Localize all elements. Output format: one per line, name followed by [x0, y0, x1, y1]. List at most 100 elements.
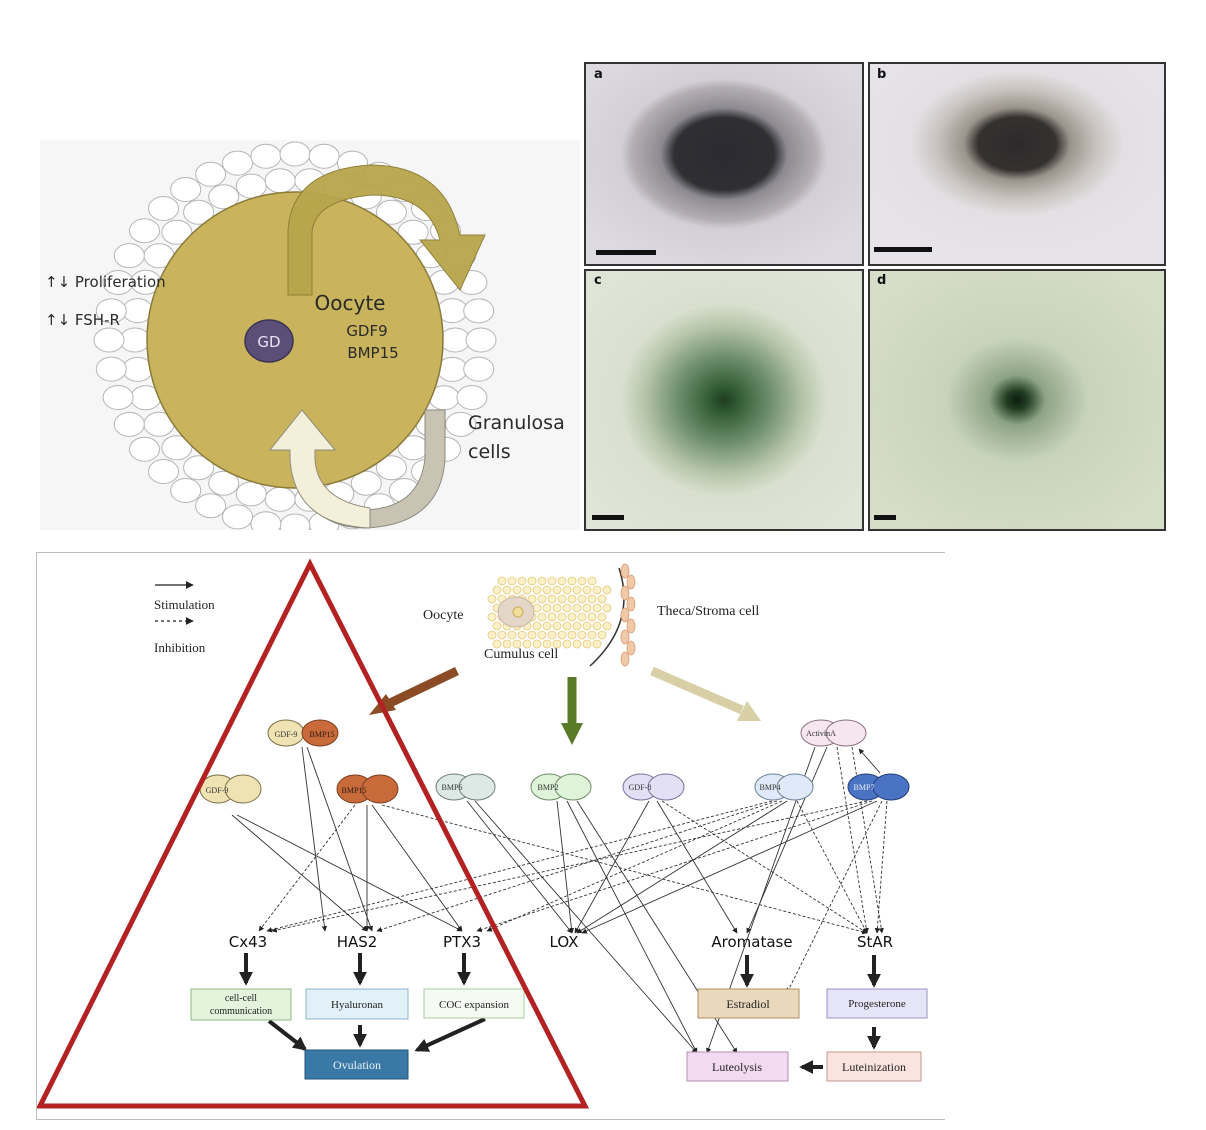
- ligand-gdf9-text: GDF-9: [206, 786, 229, 795]
- cumulus-cell: [537, 612, 547, 622]
- cumulus-cell: [572, 639, 582, 649]
- granulosa-cell: [129, 218, 160, 244]
- tan-pathway-arrowhead: [737, 701, 761, 721]
- top-curved-arrow: [287, 164, 486, 296]
- scale-bar-b: [874, 247, 932, 252]
- cumulus-cell: [552, 603, 562, 613]
- theca-cell: [626, 618, 636, 634]
- ligand-activina: ActivinA: [800, 719, 867, 747]
- cumulus-cell: [587, 630, 597, 640]
- granulosa-cell: [250, 511, 282, 530]
- stimulation-edge: [466, 800, 573, 934]
- cumulus-cell: [542, 603, 552, 613]
- cumulus-cell: [512, 639, 522, 649]
- box-progesterone-text: Progesterone: [848, 998, 906, 1010]
- cumulus-cell: [547, 630, 557, 640]
- cumulus-cell: [582, 585, 592, 595]
- oocyte-label: Oocyte: [315, 291, 386, 315]
- ligand-activina-text: ActivinA: [806, 729, 836, 738]
- granulosa-cell: [170, 177, 202, 202]
- oocyte-nucleus: [512, 606, 524, 618]
- ligand-gdf9-label: GDF-9: [275, 730, 298, 739]
- gene-ptx3: PTX3: [443, 933, 481, 951]
- factor-bmp15: BMP15: [347, 344, 398, 362]
- cumulus-cell: [582, 621, 592, 631]
- cumulus-cell: [562, 639, 572, 649]
- stimulation-edge: [371, 804, 463, 932]
- box-cell-communication: cell-cell communication: [190, 988, 292, 1021]
- micrograph-d: d: [868, 269, 1166, 531]
- box-progesterone: Progesterone: [826, 988, 928, 1019]
- inhibition-edge: [486, 800, 783, 932]
- granulosa-cell: [375, 199, 407, 225]
- cumulus-cell: [492, 621, 502, 631]
- theca-cell: [620, 607, 630, 623]
- cumulus-cell: [577, 612, 587, 622]
- cumulus-cell: [497, 630, 507, 640]
- cumulus-cell: [562, 621, 572, 631]
- stimulation-edge: [236, 814, 463, 932]
- cumulus-cell: [537, 594, 547, 604]
- cumulus-cell: [492, 585, 502, 595]
- gene-cx43: Cx43: [229, 933, 267, 951]
- granulosa-cell: [279, 141, 311, 167]
- granulosa-cell: [264, 168, 296, 194]
- granulosa-cell: [95, 356, 127, 382]
- follicle-cluster: [487, 563, 636, 667]
- ligand-bmp7: BMP7: [847, 773, 910, 801]
- cumulus-cell: [597, 594, 607, 604]
- cumulus-cell: [527, 594, 537, 604]
- box-luteolysis-text: Luteolysis: [712, 1060, 762, 1074]
- granulosa-cell: [102, 270, 134, 295]
- cumulus-cell: [497, 576, 507, 586]
- red-triangle-highlight: [37, 558, 590, 1109]
- granulosa-cell: [93, 327, 125, 353]
- box-luteinization: Luteinization: [826, 1051, 922, 1082]
- ligand-gdf9-bmp15: GDF-9 BMP15: [267, 719, 339, 747]
- granulosa-cell: [148, 196, 179, 221]
- granulosa-cell: [208, 470, 240, 496]
- theca-cell: [620, 651, 630, 667]
- cumulus-cell: [507, 630, 517, 640]
- granulosa-cell: [445, 411, 477, 437]
- oocyte-diagram-svg: GD Oocyte GDF9 BMP15 ↑↓ Proliferation ↑↓…: [45, 141, 565, 530]
- factor-gdf9: GDF9: [346, 322, 387, 340]
- panel-label-a: a: [594, 67, 603, 82]
- stimulation-edge: [231, 814, 368, 932]
- oocyte-granulosa-diagram: GD Oocyte GDF9 BMP15 ↑↓ Proliferation ↑↓…: [40, 140, 580, 530]
- cumulus-cell: [507, 576, 517, 586]
- cumulus-cell: [567, 612, 577, 622]
- granulosa-cell: [113, 411, 145, 437]
- cumulus-cell: [567, 576, 577, 586]
- granulosa-cell: [250, 143, 282, 169]
- granulosa-cell: [350, 470, 382, 496]
- gene-aromatase: Aromatase: [711, 933, 792, 951]
- legend-stimulation: Stimulation: [154, 597, 215, 612]
- cumulus-cell: [577, 630, 587, 640]
- ligand-gdf9: GDF-9: [199, 774, 262, 804]
- cumulus-cell: [592, 603, 602, 613]
- granulosa-cell-layer: [93, 141, 497, 530]
- gene-star: StAR: [857, 933, 893, 951]
- theca-cell: [620, 563, 630, 579]
- effect-fsh-r: ↑↓ FSH-R: [45, 311, 120, 329]
- cumulus-cell: [557, 594, 567, 604]
- cumulus-cell: [527, 630, 537, 640]
- basement-membrane: [589, 567, 625, 667]
- micrograph-a: a: [584, 62, 864, 266]
- signaling-pathway-diagram: Stimulation Inhibition Oocyte Cumulus ce…: [36, 552, 945, 1120]
- oocyte-cell-label: Oocyte: [423, 608, 463, 623]
- cumulus-cell: [582, 639, 592, 649]
- micrograph-c: c: [584, 269, 864, 531]
- box-luteolysis: Luteolysis: [686, 1051, 789, 1082]
- cumulus-cell: [587, 612, 597, 622]
- theca-cell-label: Theca/Stroma cell: [657, 604, 759, 619]
- gene-has2: HAS2: [337, 933, 378, 951]
- ligand-bmp2: BMP2: [530, 773, 592, 801]
- panel-label-b: b: [877, 67, 886, 82]
- stimulation-edge: [574, 800, 650, 934]
- cumulus-cell: [597, 630, 607, 640]
- ligand-gdf8: GDF-8: [622, 773, 685, 801]
- granulosa-cell: [113, 243, 145, 269]
- granulosa-cell: [235, 481, 267, 507]
